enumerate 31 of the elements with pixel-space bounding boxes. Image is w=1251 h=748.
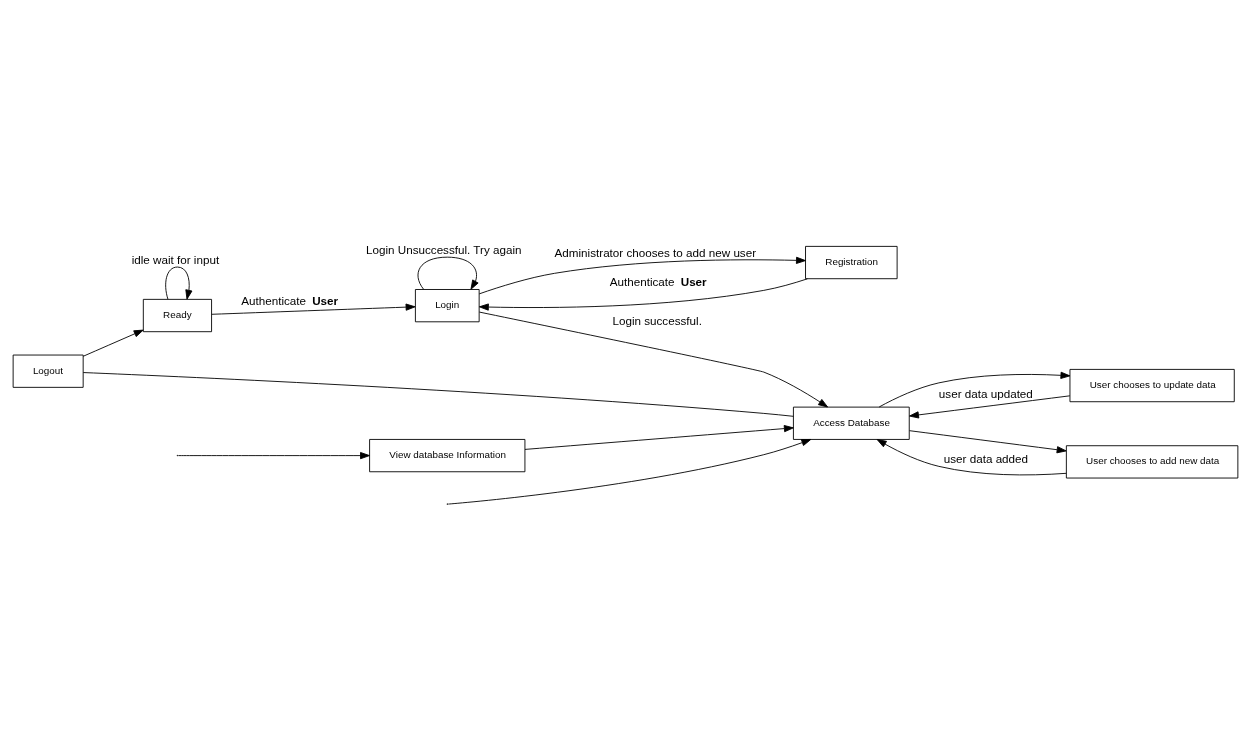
arrow <box>447 438 812 505</box>
arrow <box>909 429 1067 453</box>
node-box: Access Database <box>792 406 910 440</box>
arrow <box>417 256 479 290</box>
arrow <box>478 311 829 407</box>
node-box: User chooses to add new data <box>1065 444 1239 478</box>
node-box: Ready <box>142 298 212 332</box>
node-box: View database Information <box>369 438 526 472</box>
edge-label: Administrator chooses to add new user <box>554 245 757 259</box>
arrow <box>878 371 1071 407</box>
node-box: Login <box>414 288 480 322</box>
edge-label: Authenticate User <box>241 293 339 307</box>
node-box: Logout <box>12 354 84 388</box>
edge-label: idle wait for input <box>131 252 220 266</box>
edge-label: Login successful. <box>612 313 702 327</box>
arrow <box>524 424 794 450</box>
connector <box>82 371 794 417</box>
arrow <box>478 256 806 294</box>
arrow <box>876 438 1067 475</box>
node-box: User chooses to update data <box>1069 368 1235 402</box>
edge-label: user data updated <box>938 386 1033 400</box>
edge-label: Login Unsuccessful. Try again <box>366 242 522 256</box>
edge-label: Authenticate User <box>609 274 707 288</box>
arrow <box>165 266 193 300</box>
arrow <box>211 303 416 315</box>
node-box: Registration <box>805 245 898 279</box>
arrow <box>909 394 1071 418</box>
arrow <box>177 451 370 459</box>
arrow <box>82 329 144 357</box>
edge-label: user data added <box>943 451 1029 465</box>
arrow <box>478 277 808 311</box>
